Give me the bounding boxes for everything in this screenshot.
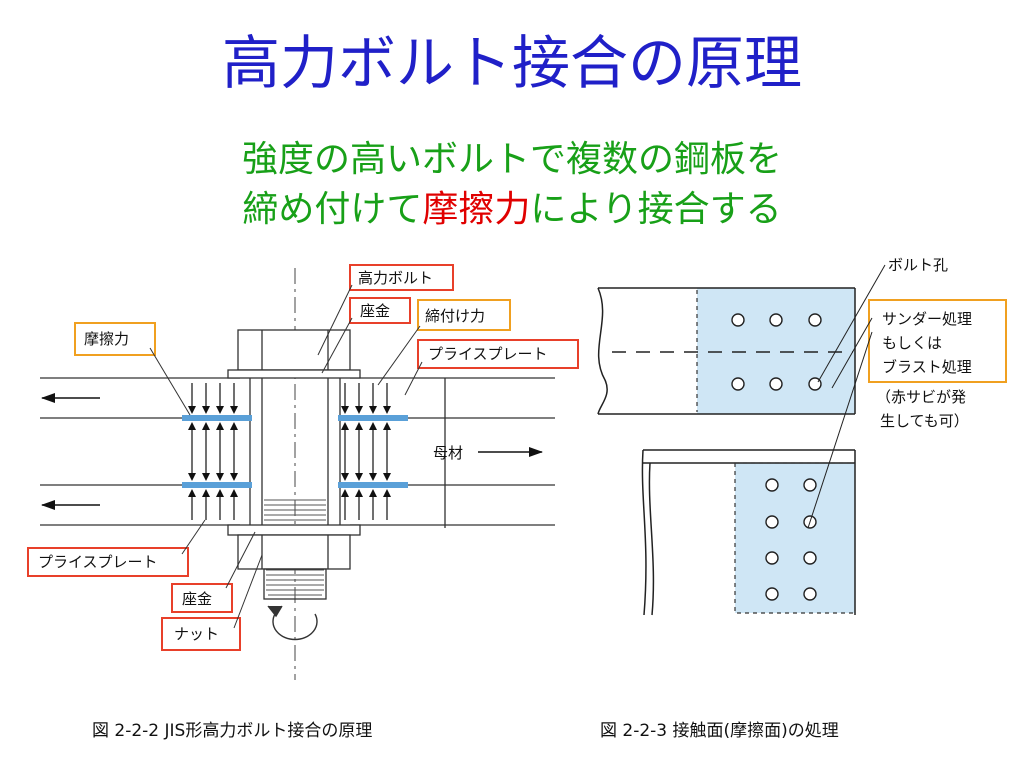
top-plate-shaded-area <box>697 288 855 414</box>
label-treatment-line-1: サンダー処理 <box>882 310 972 328</box>
bottom-plate-treated-region <box>734 462 856 614</box>
leader-washer-top <box>321 317 353 374</box>
label-base-material: 母材 <box>433 444 463 462</box>
label-box-washer-bottom <box>171 583 233 613</box>
bolt-hole <box>769 377 783 391</box>
leader-friction-force <box>149 347 191 416</box>
label-box-tightening-force <box>417 299 511 331</box>
label-washer-bottom: 座金 <box>182 590 212 608</box>
label-box-high-strength-bolt <box>349 264 454 291</box>
label-box-splice-plate-bottom <box>27 547 189 577</box>
label-nut: ナット <box>174 625 219 643</box>
leader-nut <box>233 554 263 629</box>
friction-band <box>182 482 252 488</box>
bolt-hole <box>808 313 822 327</box>
leader-high-strength-bolt <box>317 284 353 356</box>
bolt-hole <box>765 515 779 529</box>
leader-treatment-top <box>831 317 873 389</box>
leader-splice-plate-bottom <box>181 519 206 555</box>
caption-left-figure: 図 2-2-2 JIS形高力ボルト接合の原理 <box>92 721 372 741</box>
leader-tightening-force <box>377 325 421 386</box>
subtitle-highlight-friction: 摩擦力 <box>422 189 531 230</box>
label-tightening-force: 締付け力 <box>425 307 485 325</box>
label-friction-force: 摩擦力 <box>84 330 129 348</box>
bolt-hole <box>803 587 817 601</box>
bolt-joint-figure: 母材 高力ボルト 座金 締付け力 プライスプレート 摩擦力 プライスプレート 座… <box>27 264 579 741</box>
label-treatment-line-3: ブラスト処理 <box>882 358 972 376</box>
top-plate-outline <box>598 287 856 415</box>
bottom-plate-break-line-2 <box>648 462 655 616</box>
bolt-hole <box>765 587 779 601</box>
bolt-hole <box>765 551 779 565</box>
bolt-tail <box>263 568 327 600</box>
label-note-line-2: 生しても可） <box>880 412 969 430</box>
washer-top-shape <box>227 369 361 379</box>
bolt-head <box>237 329 351 371</box>
leader-bolt-hole <box>817 264 886 383</box>
label-splice-plate-bottom: プライスプレート <box>38 553 158 571</box>
friction-band <box>338 482 408 488</box>
leader-washer-bottom <box>225 531 256 589</box>
label-box-friction-force <box>74 322 156 356</box>
bottom-plate-outline <box>643 449 856 615</box>
subtitle-line-2: 締め付けて摩擦力により接合する <box>0 185 1024 235</box>
bolt-hole <box>731 313 745 327</box>
label-splice-plate-top: プライスプレート <box>428 345 548 363</box>
rotation-arrow <box>267 605 318 641</box>
friction-band <box>182 415 252 421</box>
top-plate-break-line <box>597 287 608 415</box>
label-treatment-line-2: もしくは <box>882 334 942 352</box>
label-box-washer-top <box>349 297 411 324</box>
bolt-hole <box>803 478 817 492</box>
label-washer-top: 座金 <box>360 302 390 320</box>
caption-right-figure: 図 2-2-3 接触面(摩擦面)の処理 <box>600 721 839 741</box>
washer-bottom-shape <box>227 524 361 536</box>
friction-band <box>338 415 408 421</box>
bolt-shank <box>249 378 341 535</box>
slide-title: 高力ボルト接合の原理 <box>221 29 802 97</box>
label-box-nut <box>161 617 241 651</box>
bolt-hole <box>803 551 817 565</box>
leader-treatment-bottom <box>807 331 873 529</box>
subtitle-line-2-pre: 締め付けて <box>242 189 423 230</box>
bolt-hole <box>765 478 779 492</box>
bolt-hole <box>731 377 745 391</box>
tightening-arrows <box>188 383 391 520</box>
plates <box>40 377 555 528</box>
bottom-plate-holes <box>765 478 817 601</box>
nut-shape <box>237 534 351 570</box>
bottom-plate-break-line <box>641 449 647 616</box>
label-box-splice-plate-top <box>417 339 579 369</box>
label-high-strength-bolt: 高力ボルト <box>358 269 433 287</box>
subtitle-line-2-post: により接合する <box>530 189 782 230</box>
label-note-line-1: （赤サビが発 <box>876 388 966 406</box>
subtitle-line-1: 強度の高いボルトで複数の鋼板を <box>241 139 782 180</box>
bolt-hole <box>769 313 783 327</box>
label-bolt-hole: ボルト孔 <box>888 256 948 274</box>
contact-surface-figure: ボルト孔 サンダー処理 もしくは ブラスト処理 （赤サビが発 生しても可） 図 … <box>597 256 1007 741</box>
slide-subtitle: 強度の高いボルトで複数の鋼板を 締め付けて摩擦力により接合する <box>0 135 1024 235</box>
bottom-plate-shaded-area <box>735 463 855 613</box>
leader-splice-plate-top <box>404 361 423 396</box>
friction-bands <box>182 415 408 488</box>
label-box-surface-treatment <box>868 299 1007 383</box>
